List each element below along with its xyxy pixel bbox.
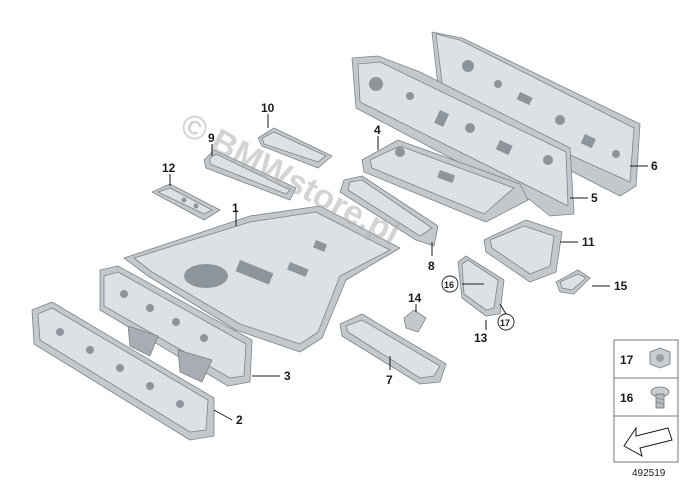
fastener-legend: 17 16 <box>613 339 679 463</box>
screw-icon <box>650 386 670 409</box>
part-4-trunk-floor[interactable] <box>361 139 529 223</box>
part-1-floor-pan[interactable] <box>123 205 401 353</box>
callout-4: 4 <box>374 123 381 137</box>
callout-11: 11 <box>582 235 595 249</box>
part-6-rear-panel[interactable] <box>431 31 641 197</box>
part-11-floor-panel[interactable] <box>483 219 563 283</box>
callout-8: 8 <box>428 259 435 273</box>
callout-14: 14 <box>408 291 422 305</box>
part-5-rear-frame[interactable] <box>351 55 575 217</box>
callout-16-circled: 16 <box>444 280 454 290</box>
callout-labels: 1 2 3 4 5 6 7 8 9 10 11 12 13 14 15 16 1… <box>162 101 658 427</box>
callout-7: 7 <box>386 373 393 387</box>
callout-2: 2 <box>236 413 243 427</box>
part-7-longitudinal-member[interactable] <box>339 313 447 385</box>
callout-5: 5 <box>591 191 598 205</box>
part-9-rail[interactable] <box>203 149 297 201</box>
part-12-plate[interactable] <box>151 183 221 221</box>
callout-3: 3 <box>284 369 291 383</box>
part-13-bracket[interactable] <box>457 255 505 317</box>
part-14-bracket[interactable] <box>403 309 427 333</box>
callout-12: 12 <box>162 161 176 175</box>
part-8-tunnel-section[interactable] <box>339 175 439 247</box>
figure-number: 492519 <box>632 468 666 479</box>
part-3-seat-crossmember[interactable] <box>99 265 253 387</box>
callout-13: 13 <box>474 331 488 345</box>
callout-15: 15 <box>614 279 628 293</box>
part-2-front-crossmember[interactable] <box>31 301 215 441</box>
legend-label-17: 17 <box>620 353 634 367</box>
direction-arrow-icon <box>623 426 673 457</box>
legend-label-16: 16 <box>620 391 634 405</box>
part-15-bracket[interactable] <box>555 269 591 295</box>
callout-9: 9 <box>208 131 215 145</box>
part-10-bracket[interactable] <box>257 127 333 169</box>
callout-1: 1 <box>232 201 239 215</box>
callout-17-circled: 17 <box>500 318 510 328</box>
callout-10: 10 <box>261 101 275 115</box>
callout-6: 6 <box>651 159 658 173</box>
leader-lines <box>169 114 648 421</box>
nut-icon <box>649 347 671 369</box>
